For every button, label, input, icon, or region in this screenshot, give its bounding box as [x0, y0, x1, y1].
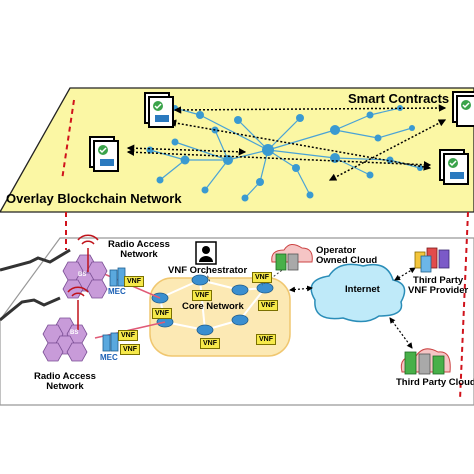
vnf-badge: VNF [258, 300, 278, 311]
mec-label-top: MEC [108, 287, 126, 296]
overlay-network-label: Overlay Blockchain Network [6, 191, 182, 206]
ran-cells-bottom [42, 317, 88, 362]
plane-connectors [61, 99, 469, 401]
vnf-badge: VNF [252, 272, 272, 283]
vnf-badge: VNF [120, 344, 140, 355]
vnf-badge: VNF [200, 338, 220, 349]
core-network-area [149, 277, 291, 357]
bs-label-bottom: BS [70, 330, 79, 336]
router-icons [151, 274, 274, 336]
wireless-link-icon [0, 296, 61, 322]
smart-contract-icon [439, 149, 469, 185]
vnf-badge: VNF [124, 276, 144, 287]
antenna-icon [67, 286, 89, 330]
mec-server-icon [102, 332, 119, 352]
core-network-label: Core Network [182, 301, 244, 312]
vnf-provider-icon [414, 247, 450, 273]
internet-label: Internet [345, 284, 380, 295]
operator-cloud-label: Operator Owned Cloud [316, 245, 378, 266]
internet-cloud [310, 263, 406, 323]
vnf-orchestrator-label: VNF Orchestrator [168, 265, 248, 276]
smart-contract-icon [144, 92, 174, 128]
vnf-badge: VNF [118, 330, 138, 341]
wireless-link-icon [0, 248, 71, 272]
orchestrator-icon [195, 241, 217, 265]
contract-links [126, 104, 447, 181]
smart-contracts-label: Smart Contracts [348, 91, 450, 106]
radio-access-label-top: Radio Access Network [108, 239, 170, 260]
vnf-badge: VNF [152, 308, 172, 319]
antenna-icon [77, 234, 99, 272]
third-party-cloud-label: Third Party Cloud [396, 377, 474, 388]
bs-label-top: BS [78, 272, 87, 278]
smart-contract-icon [452, 91, 474, 127]
third-party-provider-label: Third Party VNF Provider [408, 275, 469, 296]
vnf-badge: VNF [192, 290, 212, 301]
mec-label-bottom: MEC [100, 353, 118, 362]
third-party-cloud-icon [400, 348, 451, 375]
vnf-badge: VNF [256, 334, 276, 345]
operator-cloud-link [261, 267, 286, 286]
orchestrator-link [205, 271, 211, 283]
radio-access-label-bottom: Radio Access Network [34, 371, 96, 392]
operator-cloud-icon [271, 244, 313, 271]
smart-contract-icon [89, 136, 119, 172]
